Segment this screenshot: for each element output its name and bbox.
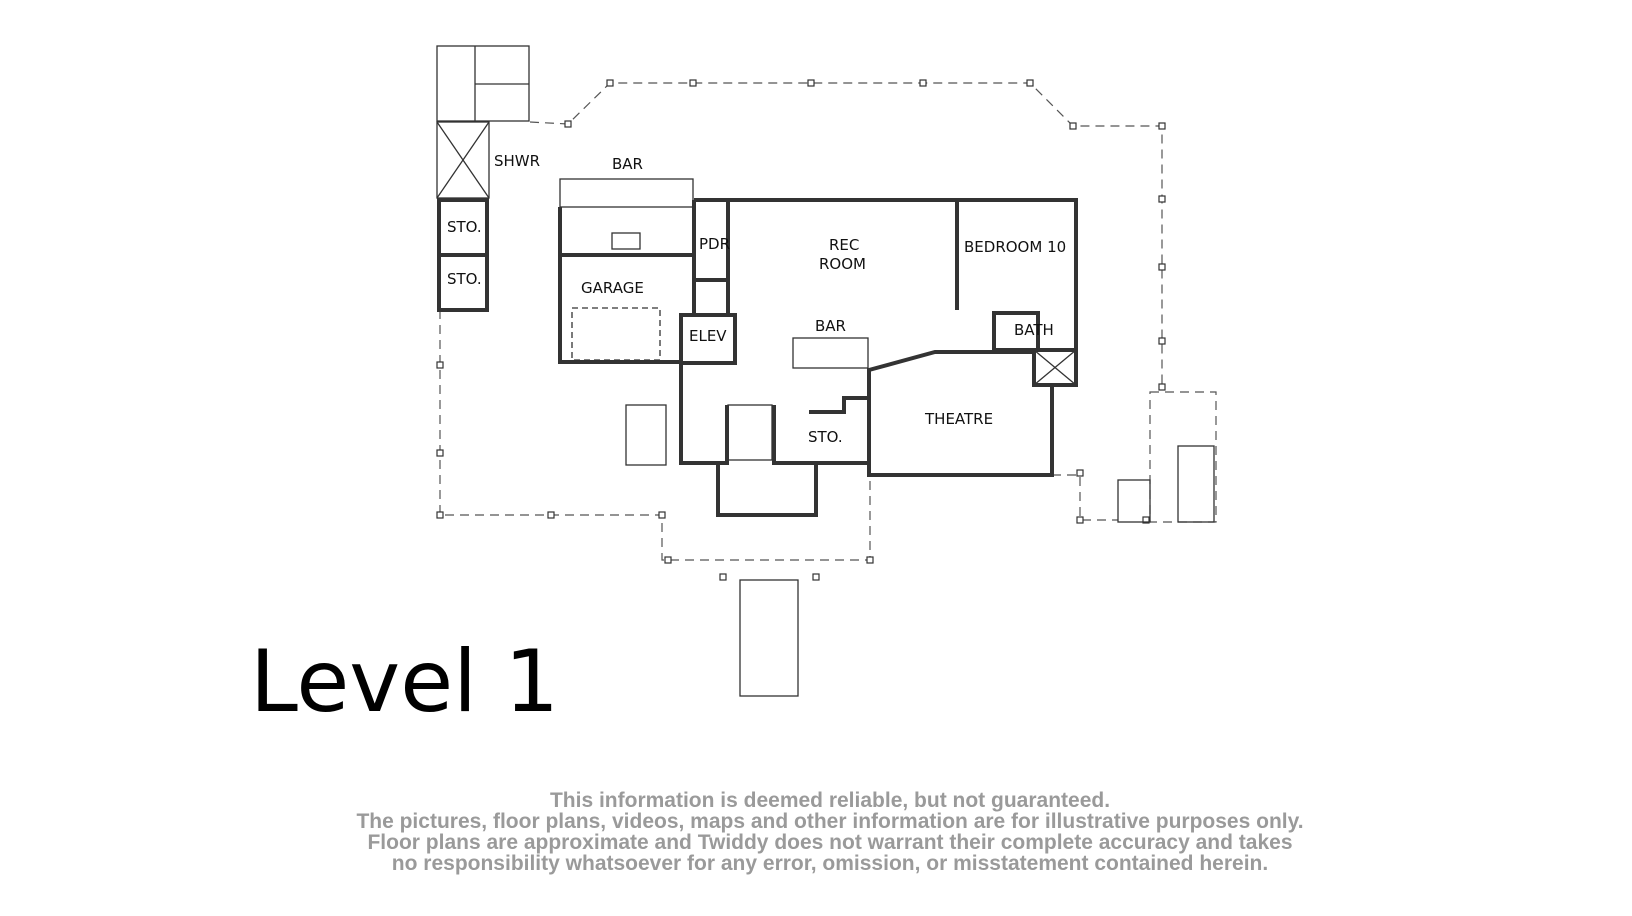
room-label-rec-1: REC [829,236,859,254]
room-label-bar-top: BAR [612,155,643,173]
disclaimer: This information is deemed reliable, but… [280,790,1380,874]
room-label-storage-1: STO. [447,218,482,236]
deck-posts [436,79,1166,581]
room-label-bar-center: BAR [815,317,846,335]
room-label-bedroom: BEDROOM 10 [964,238,1066,256]
disclaimer-line: no responsibility whatsoever for any err… [391,852,1269,875]
room-label-pdr: PDR [699,235,730,253]
room-label-storage-2: STO. [447,270,482,288]
room-label-storage-3: STO. [808,428,843,446]
room-label-bath: BATH [1014,321,1054,339]
level-title: Level 1 [250,632,560,732]
disclaimer-line: Floor plans are approximate and Twiddy d… [367,831,1293,854]
walls [436,121,1078,517]
room-label-theatre: THEATRE [924,410,993,428]
disclaimer-line: This information is deemed reliable, but… [549,789,1111,812]
room-label-shwr: SHWR [494,152,540,170]
room-label-elev: ELEV [689,327,727,345]
disclaimer-line: The pictures, floor plans, videos, maps … [356,810,1304,833]
room-label-garage: GARAGE [581,279,644,297]
room-label-rec-2: ROOM [819,255,866,273]
stairs [436,45,1215,697]
